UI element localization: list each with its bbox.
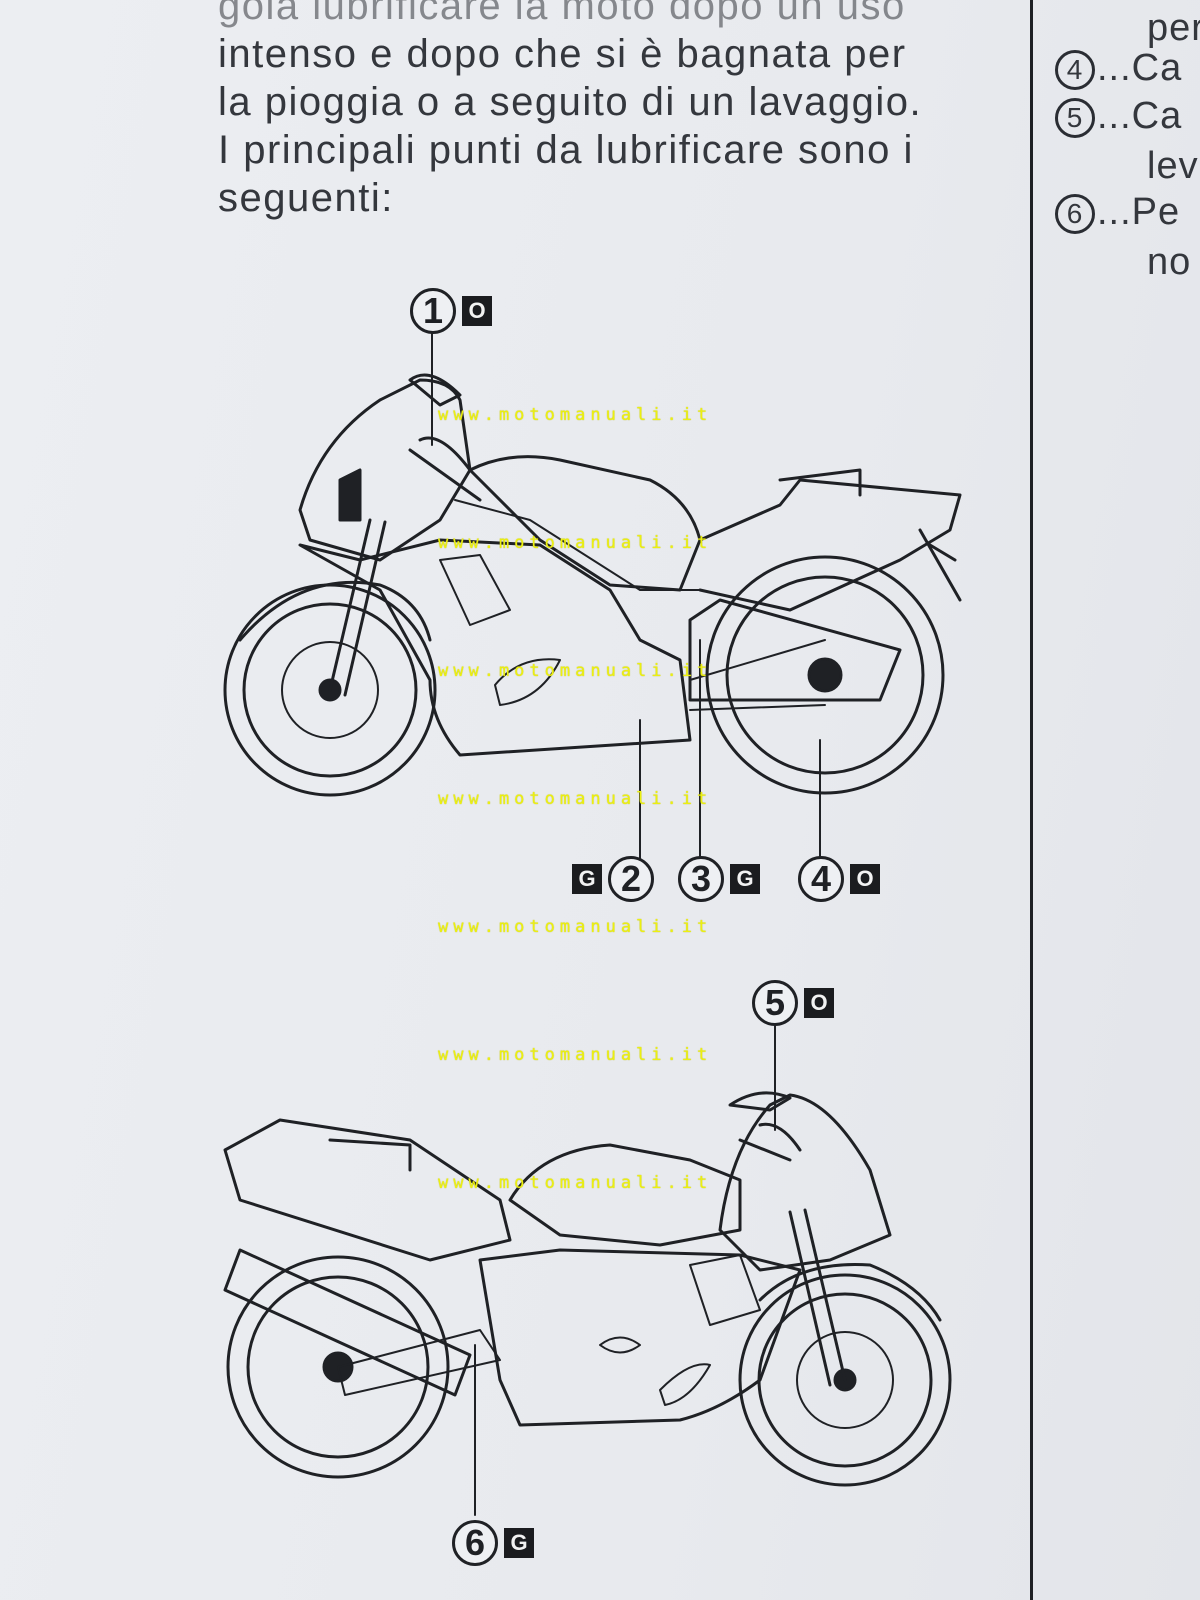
motorcycle-right-side xyxy=(223,373,962,797)
front-fork xyxy=(328,518,387,697)
callout-number: 5 xyxy=(752,980,798,1026)
rear-hub xyxy=(807,657,843,693)
leader-lines-top xyxy=(431,332,821,871)
front-wheel xyxy=(738,1273,952,1487)
watermark: www.motomanuali.it xyxy=(438,661,713,681)
rear-wheel xyxy=(226,1255,450,1479)
seat-tail xyxy=(223,1118,512,1262)
swingarm xyxy=(337,1329,501,1396)
body-paragraph: gola lubrificare la moto dopo un uso int… xyxy=(218,0,1008,222)
callout-4: 4 O xyxy=(798,856,880,902)
watermark: www.motomanuali.it xyxy=(438,789,713,809)
callout-5: 5 O xyxy=(752,980,834,1026)
text-line: seguenti: xyxy=(218,176,394,220)
lubricant-badge: O xyxy=(850,864,880,894)
text-fragment: per xyxy=(1147,7,1200,49)
watermark: www.motomanuali.it xyxy=(438,1045,713,1065)
callout-number: 4 xyxy=(798,856,844,902)
fuel-tank xyxy=(468,455,702,592)
item-text: ...Pe xyxy=(1097,191,1181,233)
lubricant-badge: G xyxy=(730,864,760,894)
callout-1: 1 O xyxy=(410,288,492,334)
callout-number: 2 xyxy=(608,856,654,902)
handlebar xyxy=(408,436,482,502)
leader-lines-bottom xyxy=(474,1024,776,1516)
watermark: www.motomanuali.it xyxy=(438,405,713,425)
lubricant-badge: G xyxy=(504,1528,534,1558)
text-fragment: no xyxy=(1147,241,1192,283)
callout-6: 6 G xyxy=(452,1520,534,1566)
item-text: ...Ca xyxy=(1097,47,1183,89)
lubricant-badge: O xyxy=(462,296,492,326)
number-circle: 6 xyxy=(1055,193,1095,234)
watermark: www.motomanuali.it xyxy=(438,1173,713,1193)
fuel-tank xyxy=(508,1143,742,1247)
swingarm xyxy=(688,598,902,702)
chain xyxy=(689,639,826,711)
text-line: I principali punti da lubrificare sono i xyxy=(218,128,914,172)
handlebar xyxy=(738,1122,802,1162)
watermark: www.motomanuali.it xyxy=(438,917,713,937)
lubricant-badge: O xyxy=(804,988,834,1018)
callout-number: 6 xyxy=(452,1520,498,1566)
watermark: www.motomanuali.it xyxy=(438,533,713,553)
list-item: 6...Pe xyxy=(1055,188,1180,236)
number-circle: 5 xyxy=(1055,97,1095,138)
text-line: intenso e dopo che si è bagnata per xyxy=(218,32,907,76)
text-fragment: lev xyxy=(1147,145,1199,187)
lower-fairing xyxy=(478,1248,802,1427)
list-item: 5...Ca xyxy=(1055,92,1182,140)
callout-number: 1 xyxy=(410,288,456,334)
motorcycle-left-side xyxy=(223,1091,952,1487)
lower-fairing xyxy=(298,538,692,757)
callout-2: G 2 xyxy=(572,856,654,902)
front-fork xyxy=(788,1208,847,1387)
number-circle: 4 xyxy=(1055,49,1095,90)
text-line: la pioggia o a seguito di un lavaggio. xyxy=(218,80,923,124)
exhaust xyxy=(223,1248,472,1397)
lubricant-badge: G xyxy=(572,864,602,894)
callout-number: 3 xyxy=(678,856,724,902)
column-divider xyxy=(1030,0,1033,1600)
seat-tail xyxy=(698,478,962,612)
item-text: ...Ca xyxy=(1097,95,1183,137)
list-item: 4...Ca xyxy=(1055,44,1182,92)
callout-3: 3 G xyxy=(678,856,760,902)
front-fairing xyxy=(298,378,472,562)
text-line: gola lubrificare la moto dopo un uso xyxy=(218,0,906,28)
